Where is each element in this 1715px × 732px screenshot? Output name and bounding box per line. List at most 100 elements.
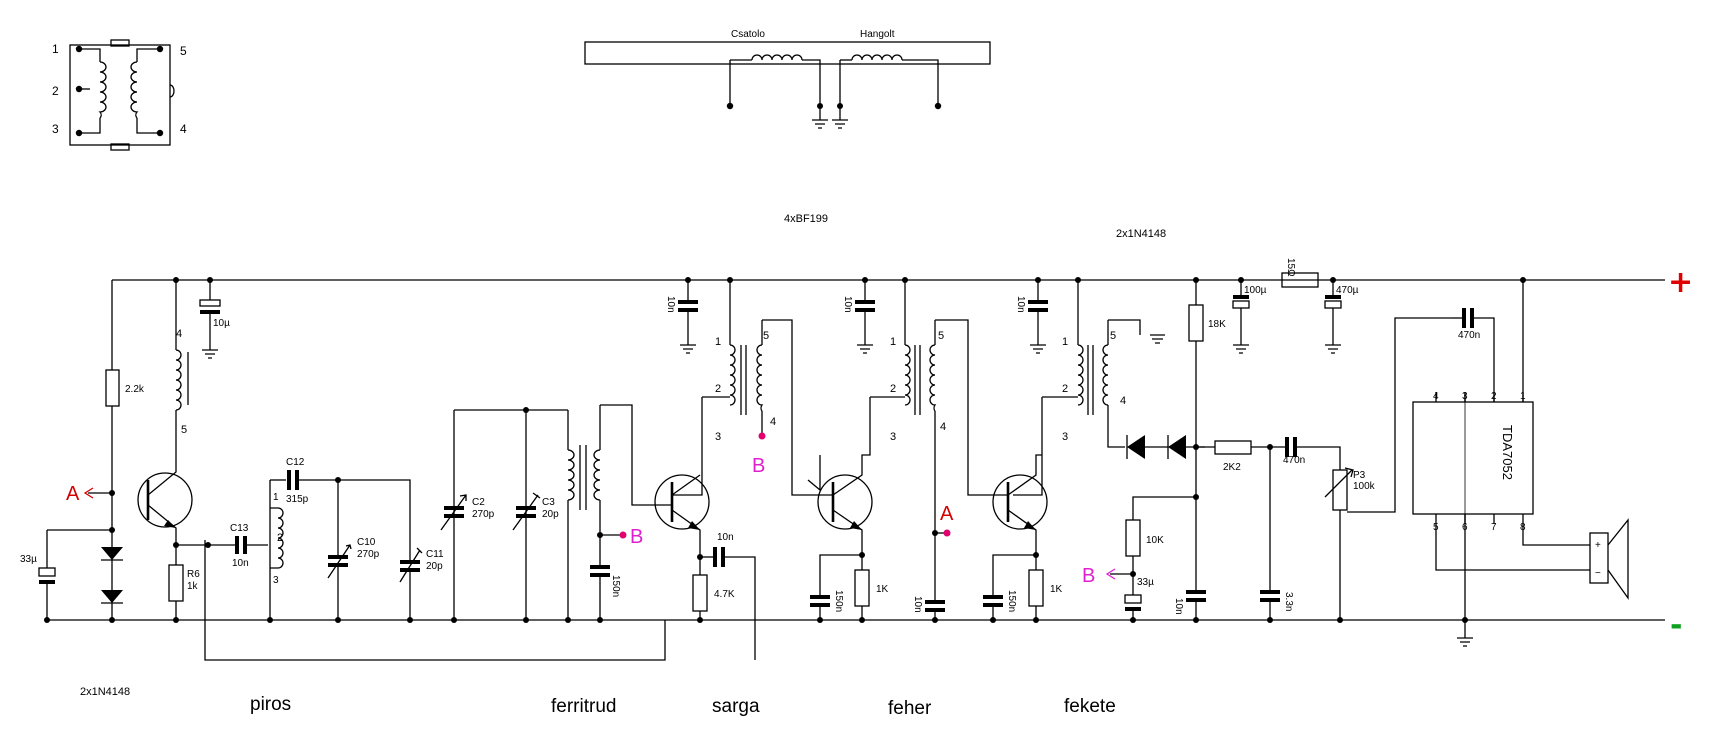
svg-text:C13: C13: [230, 523, 249, 534]
transistor-note: 4xBF199: [784, 213, 828, 225]
transistor-q3: [817, 474, 873, 530]
svg-text:7: 7: [1491, 522, 1497, 533]
svg-text:10n: 10n: [1015, 296, 1026, 313]
pin-label-1: 1: [52, 42, 59, 56]
svg-text:470n: 470n: [1458, 330, 1480, 341]
svg-text:4: 4: [940, 421, 946, 433]
svg-text:4: 4: [770, 416, 776, 428]
plus-terminal: +: [1668, 265, 1693, 300]
svg-text:1: 1: [890, 336, 896, 348]
svg-text:10n: 10n: [842, 296, 853, 313]
svg-text:10n: 10n: [912, 596, 923, 613]
marker-b-2: B: [752, 455, 765, 477]
pin-label-5: 5: [180, 44, 187, 58]
svg-text:10µ: 10µ: [213, 318, 230, 329]
svg-text:−: −: [1595, 568, 1601, 579]
svg-text:C3: C3: [542, 497, 555, 508]
transistor-q4: [992, 474, 1048, 530]
stage-label-fekete: fekete: [1064, 696, 1116, 717]
svg-text:4: 4: [1120, 395, 1126, 407]
svg-text:3: 3: [715, 431, 721, 443]
svg-text:20p: 20p: [542, 509, 559, 520]
svg-text:2: 2: [715, 383, 721, 395]
volume-potentiometer: P3 100k: [1324, 317, 1452, 623]
svg-text:1: 1: [1062, 336, 1068, 348]
coil-name-csatolo: Csatolo: [731, 29, 765, 40]
oscillator-stage: 2.2k A 4 5 10µ 33µ: [20, 277, 268, 623]
stage-label-feher: feher: [888, 698, 932, 719]
resistor-2k2: [105, 369, 120, 407]
svg-text:1k: 1k: [187, 581, 199, 592]
stage-label-ferritrud: ferritrud: [551, 696, 616, 717]
svg-text:20p: 20p: [426, 561, 443, 572]
svg-text:5: 5: [1110, 330, 1116, 342]
svg-text:270p: 270p: [472, 509, 495, 520]
svg-text:10K: 10K: [1146, 535, 1164, 546]
pin-label-2: 2: [52, 84, 59, 98]
marker-b-3: B: [1082, 565, 1095, 587]
ic-name: TDA7052: [1500, 425, 1515, 480]
transformer-pinout: 1 2 3 5 4: [52, 39, 187, 151]
minus-terminal: -: [1670, 608, 1682, 643]
svg-text:1: 1: [273, 492, 279, 503]
svg-text:15Ω: 15Ω: [1285, 258, 1296, 277]
svg-text:C12: C12: [286, 457, 305, 468]
svg-text:5: 5: [938, 330, 944, 342]
svg-text:4: 4: [176, 328, 182, 340]
svg-text:C10: C10: [357, 537, 376, 548]
if-stage-feher: 10n 1 2 3 5 4 A 10n 150n: [807, 277, 985, 623]
svg-text:3.3n: 3.3n: [1283, 592, 1294, 611]
svg-text:3: 3: [890, 431, 896, 443]
amplifier-ic: TDA7052 4 3 2 1 5 6 7 8 470n + −: [1412, 277, 1629, 647]
svg-text:2: 2: [1062, 383, 1068, 395]
svg-text:C11: C11: [426, 549, 444, 560]
svg-text:470µ: 470µ: [1336, 285, 1359, 296]
svg-text:3: 3: [1062, 431, 1068, 443]
pin-label-4: 4: [180, 122, 187, 136]
svg-text:+: +: [1595, 540, 1601, 551]
svg-text:R6: R6: [187, 569, 200, 580]
svg-text:33µ: 33µ: [1137, 577, 1154, 588]
coil-name-hangolt: Hangolt: [860, 29, 895, 40]
svg-text:10n: 10n: [1173, 598, 1184, 615]
svg-text:2.2k: 2.2k: [125, 384, 145, 395]
svg-text:470n: 470n: [1283, 455, 1305, 466]
svg-text:10n: 10n: [665, 296, 676, 313]
tuned-circuit: C12 315p 1 2 3 C10 270p C11 20p: [267, 457, 444, 623]
svg-text:150n: 150n: [1006, 590, 1017, 612]
svg-text:18K: 18K: [1208, 319, 1226, 330]
svg-text:5: 5: [763, 330, 769, 342]
svg-text:100k: 100k: [1353, 481, 1376, 492]
marker-a-2: A: [940, 503, 954, 525]
speaker-body: [1589, 532, 1609, 584]
svg-text:1K: 1K: [876, 584, 889, 595]
svg-text:100µ: 100µ: [1244, 285, 1267, 296]
svg-text:P3: P3: [1353, 470, 1366, 481]
svg-text:2K2: 2K2: [1223, 462, 1241, 473]
svg-text:315p: 315p: [286, 494, 309, 505]
coil-board: Csatolo Hangolt: [584, 29, 991, 129]
stage-label-sarga: sarga: [712, 696, 760, 717]
svg-text:1K: 1K: [1050, 584, 1063, 595]
diode-note-bottom: 2x1N4148: [80, 686, 130, 698]
pin-label-3: 3: [52, 122, 59, 136]
supply-filter: 100µ 15Ω 470µ: [1232, 258, 1359, 354]
tda7052-chip: [1412, 401, 1534, 515]
diode-note-top: 2x1N4148: [1116, 228, 1166, 240]
svg-text:150n: 150n: [833, 590, 844, 612]
svg-text:4.7K: 4.7K: [714, 589, 735, 600]
svg-text:270p: 270p: [357, 549, 380, 560]
power-rails: + -: [47, 265, 1693, 661]
svg-text:1: 1: [715, 336, 721, 348]
marker-b-1: B: [630, 526, 643, 548]
ferrite-rod-section: C2 270p C3 20p B 150n: [440, 404, 648, 623]
svg-text:C2: C2: [472, 497, 485, 508]
if-stage-fekete: 10n 1 2 3 5 4 150n 1K: [983, 277, 1205, 623]
svg-text:5: 5: [181, 424, 187, 436]
transistor-q1: [137, 472, 193, 528]
if-stage-sarga: 10n 1 2 3 5 4 B 10n 4.7K: [648, 277, 807, 660]
stage-label-piros: piros: [250, 694, 291, 715]
svg-text:3: 3: [273, 575, 279, 586]
svg-text:2: 2: [890, 383, 896, 395]
